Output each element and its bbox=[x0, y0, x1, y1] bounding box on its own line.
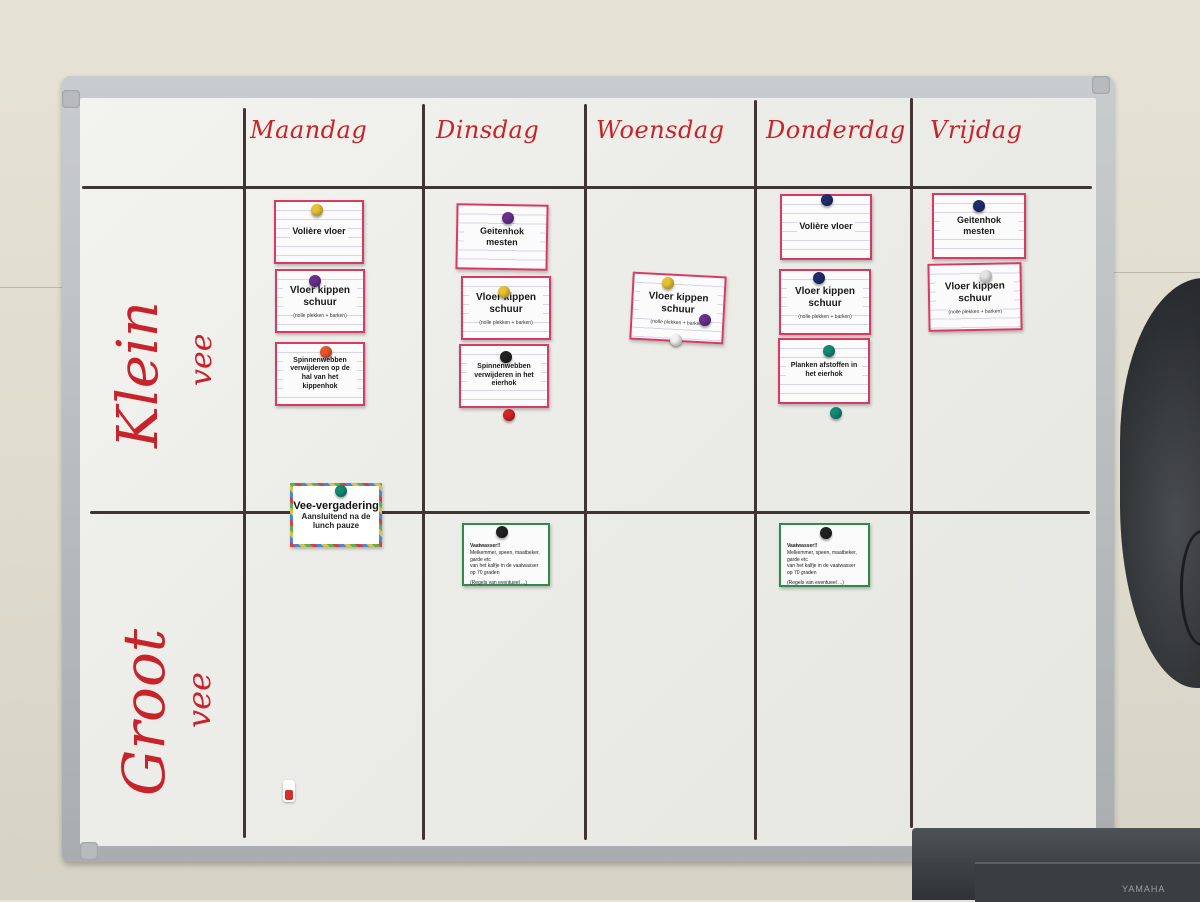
dishwasher-line: (Regels van eventueel ...) bbox=[470, 579, 527, 586]
task-card[interactable]: Vloer kippen schuur (nolle plekken + bar… bbox=[275, 269, 365, 333]
dishwasher-line: Melkemmer, speen, maatbeker, garde etc bbox=[787, 549, 857, 563]
magnet-orange[interactable] bbox=[320, 346, 332, 358]
dishwasher-line: van het kalfje in de vaatwasser op 70 gr… bbox=[787, 563, 856, 576]
wall-crack bbox=[1114, 272, 1200, 273]
task-card-subtitle: (nolle plekken + barken) bbox=[798, 313, 852, 320]
magnet-purple[interactable] bbox=[699, 314, 711, 326]
dishwasher-line: Melkemmer, speen, maatbeker, garde etc bbox=[470, 549, 540, 563]
magnet-red[interactable] bbox=[503, 409, 515, 421]
day-heading-wednesday: Woensdag bbox=[596, 116, 725, 144]
grid-line-col bbox=[910, 98, 913, 828]
dishwasher-line: van het kalfje in de vaatwasser op 70 gr… bbox=[470, 563, 539, 576]
task-card-title: Volière vloer bbox=[797, 220, 855, 234]
frame-corner bbox=[1092, 76, 1110, 94]
grid-line-middle bbox=[90, 511, 1090, 514]
task-card[interactable]: Vloer kippen schuur (nolle plekken + bar… bbox=[927, 262, 1023, 332]
day-heading-monday: Maandag bbox=[250, 116, 368, 144]
magnet-navy[interactable] bbox=[821, 194, 833, 206]
keyboard-brand: YAMAHA bbox=[1122, 884, 1166, 894]
grid-line-col bbox=[754, 100, 757, 840]
row-label-groot: Groot bbox=[110, 628, 178, 796]
task-card-title: Spinnenwebben verwijderen in het eierhok bbox=[467, 361, 541, 391]
dishwasher-heading: Vaatwasser!! bbox=[787, 543, 818, 549]
task-card[interactable]: Vloer kippen schuur (nolle plekken + bar… bbox=[779, 269, 871, 335]
grid-line-col bbox=[584, 104, 587, 840]
day-heading-tuesday: Dinsdag bbox=[436, 116, 540, 144]
task-card-title: Spinnenwebben verwijderen op de hal van … bbox=[283, 355, 357, 393]
magnet-black[interactable] bbox=[500, 351, 512, 363]
task-card-title: Vloer kippen schuur bbox=[935, 278, 1015, 308]
task-card-subtitle: (nolle plekken + barken) bbox=[948, 308, 1003, 315]
whiteboard-surface bbox=[80, 98, 1096, 846]
keyboard-panel bbox=[975, 862, 1200, 902]
meeting-card[interactable]: Vee-vergadering Aansluitend na de lunch … bbox=[290, 483, 382, 547]
task-card-subtitle: (nolle plekken + barken) bbox=[293, 312, 347, 319]
day-heading-friday: Vrijdag bbox=[930, 116, 1023, 144]
task-card-title: Volière vloer bbox=[290, 225, 348, 239]
magnet-navy[interactable] bbox=[813, 272, 825, 284]
task-card[interactable]: Geitenhok mesten bbox=[455, 203, 549, 271]
task-card[interactable]: Spinnenwebben verwijderen op de hal van … bbox=[275, 342, 365, 406]
magnet-yellow[interactable] bbox=[662, 277, 674, 289]
magnet-teal[interactable] bbox=[830, 407, 842, 419]
task-card-title: Geitenhok mesten bbox=[463, 224, 541, 250]
task-card-subtitle: (nolle plekken + barken) bbox=[650, 318, 705, 327]
meeting-card-title: Vee-vergadering bbox=[293, 499, 379, 512]
magnet-purple[interactable] bbox=[309, 275, 321, 287]
row-label-klein-vee: vee bbox=[184, 333, 219, 386]
row-label-klein: Klein bbox=[106, 301, 171, 448]
frame-corner bbox=[62, 90, 80, 108]
magnet-black[interactable] bbox=[496, 526, 508, 538]
wall-crack bbox=[0, 287, 62, 288]
magnet-teal[interactable] bbox=[335, 485, 347, 497]
whiteboard-marker[interactable] bbox=[283, 780, 295, 802]
dishwasher-heading: Vaatwasser!! bbox=[470, 543, 501, 549]
magnet-white[interactable] bbox=[670, 334, 682, 346]
task-card-subtitle: (nolle plekken + barken) bbox=[479, 319, 533, 326]
magnet-yellow[interactable] bbox=[311, 204, 323, 216]
task-card-title: Vloer kippen schuur bbox=[787, 284, 863, 312]
dishwasher-card-tuesday[interactable]: Vaatwasser!! Melkemmer, speen, maatbeker… bbox=[462, 523, 550, 586]
grid-line-header bbox=[82, 186, 1092, 189]
magnet-black[interactable] bbox=[820, 527, 832, 539]
task-card[interactable]: Volière vloer bbox=[780, 194, 872, 260]
magnet-teal[interactable] bbox=[823, 345, 835, 357]
frame-corner bbox=[80, 842, 98, 860]
magnet-white[interactable] bbox=[980, 270, 992, 282]
task-card-title: Geitenhok mesten bbox=[940, 213, 1018, 239]
dishwasher-line: (Regels van eventueel ...) bbox=[787, 579, 844, 586]
task-card-title: Vloer kippen schuur bbox=[283, 283, 357, 311]
magnet-navy[interactable] bbox=[973, 200, 985, 212]
task-card[interactable]: Vloer kippen schuur (nolle plekken + bar… bbox=[461, 276, 551, 340]
magnet-yellow[interactable] bbox=[498, 286, 510, 298]
day-heading-thursday: Donderdag bbox=[766, 116, 906, 144]
magnet-purple[interactable] bbox=[502, 212, 514, 224]
grid-line-col bbox=[243, 108, 246, 838]
task-card-title: Planken afstoffen in het eierhok bbox=[786, 361, 862, 381]
row-label-groot-vee: vee bbox=[180, 672, 218, 728]
grid-line-col bbox=[422, 104, 425, 840]
meeting-card-subtitle: Aansluitend na de lunch pauze bbox=[301, 511, 371, 530]
